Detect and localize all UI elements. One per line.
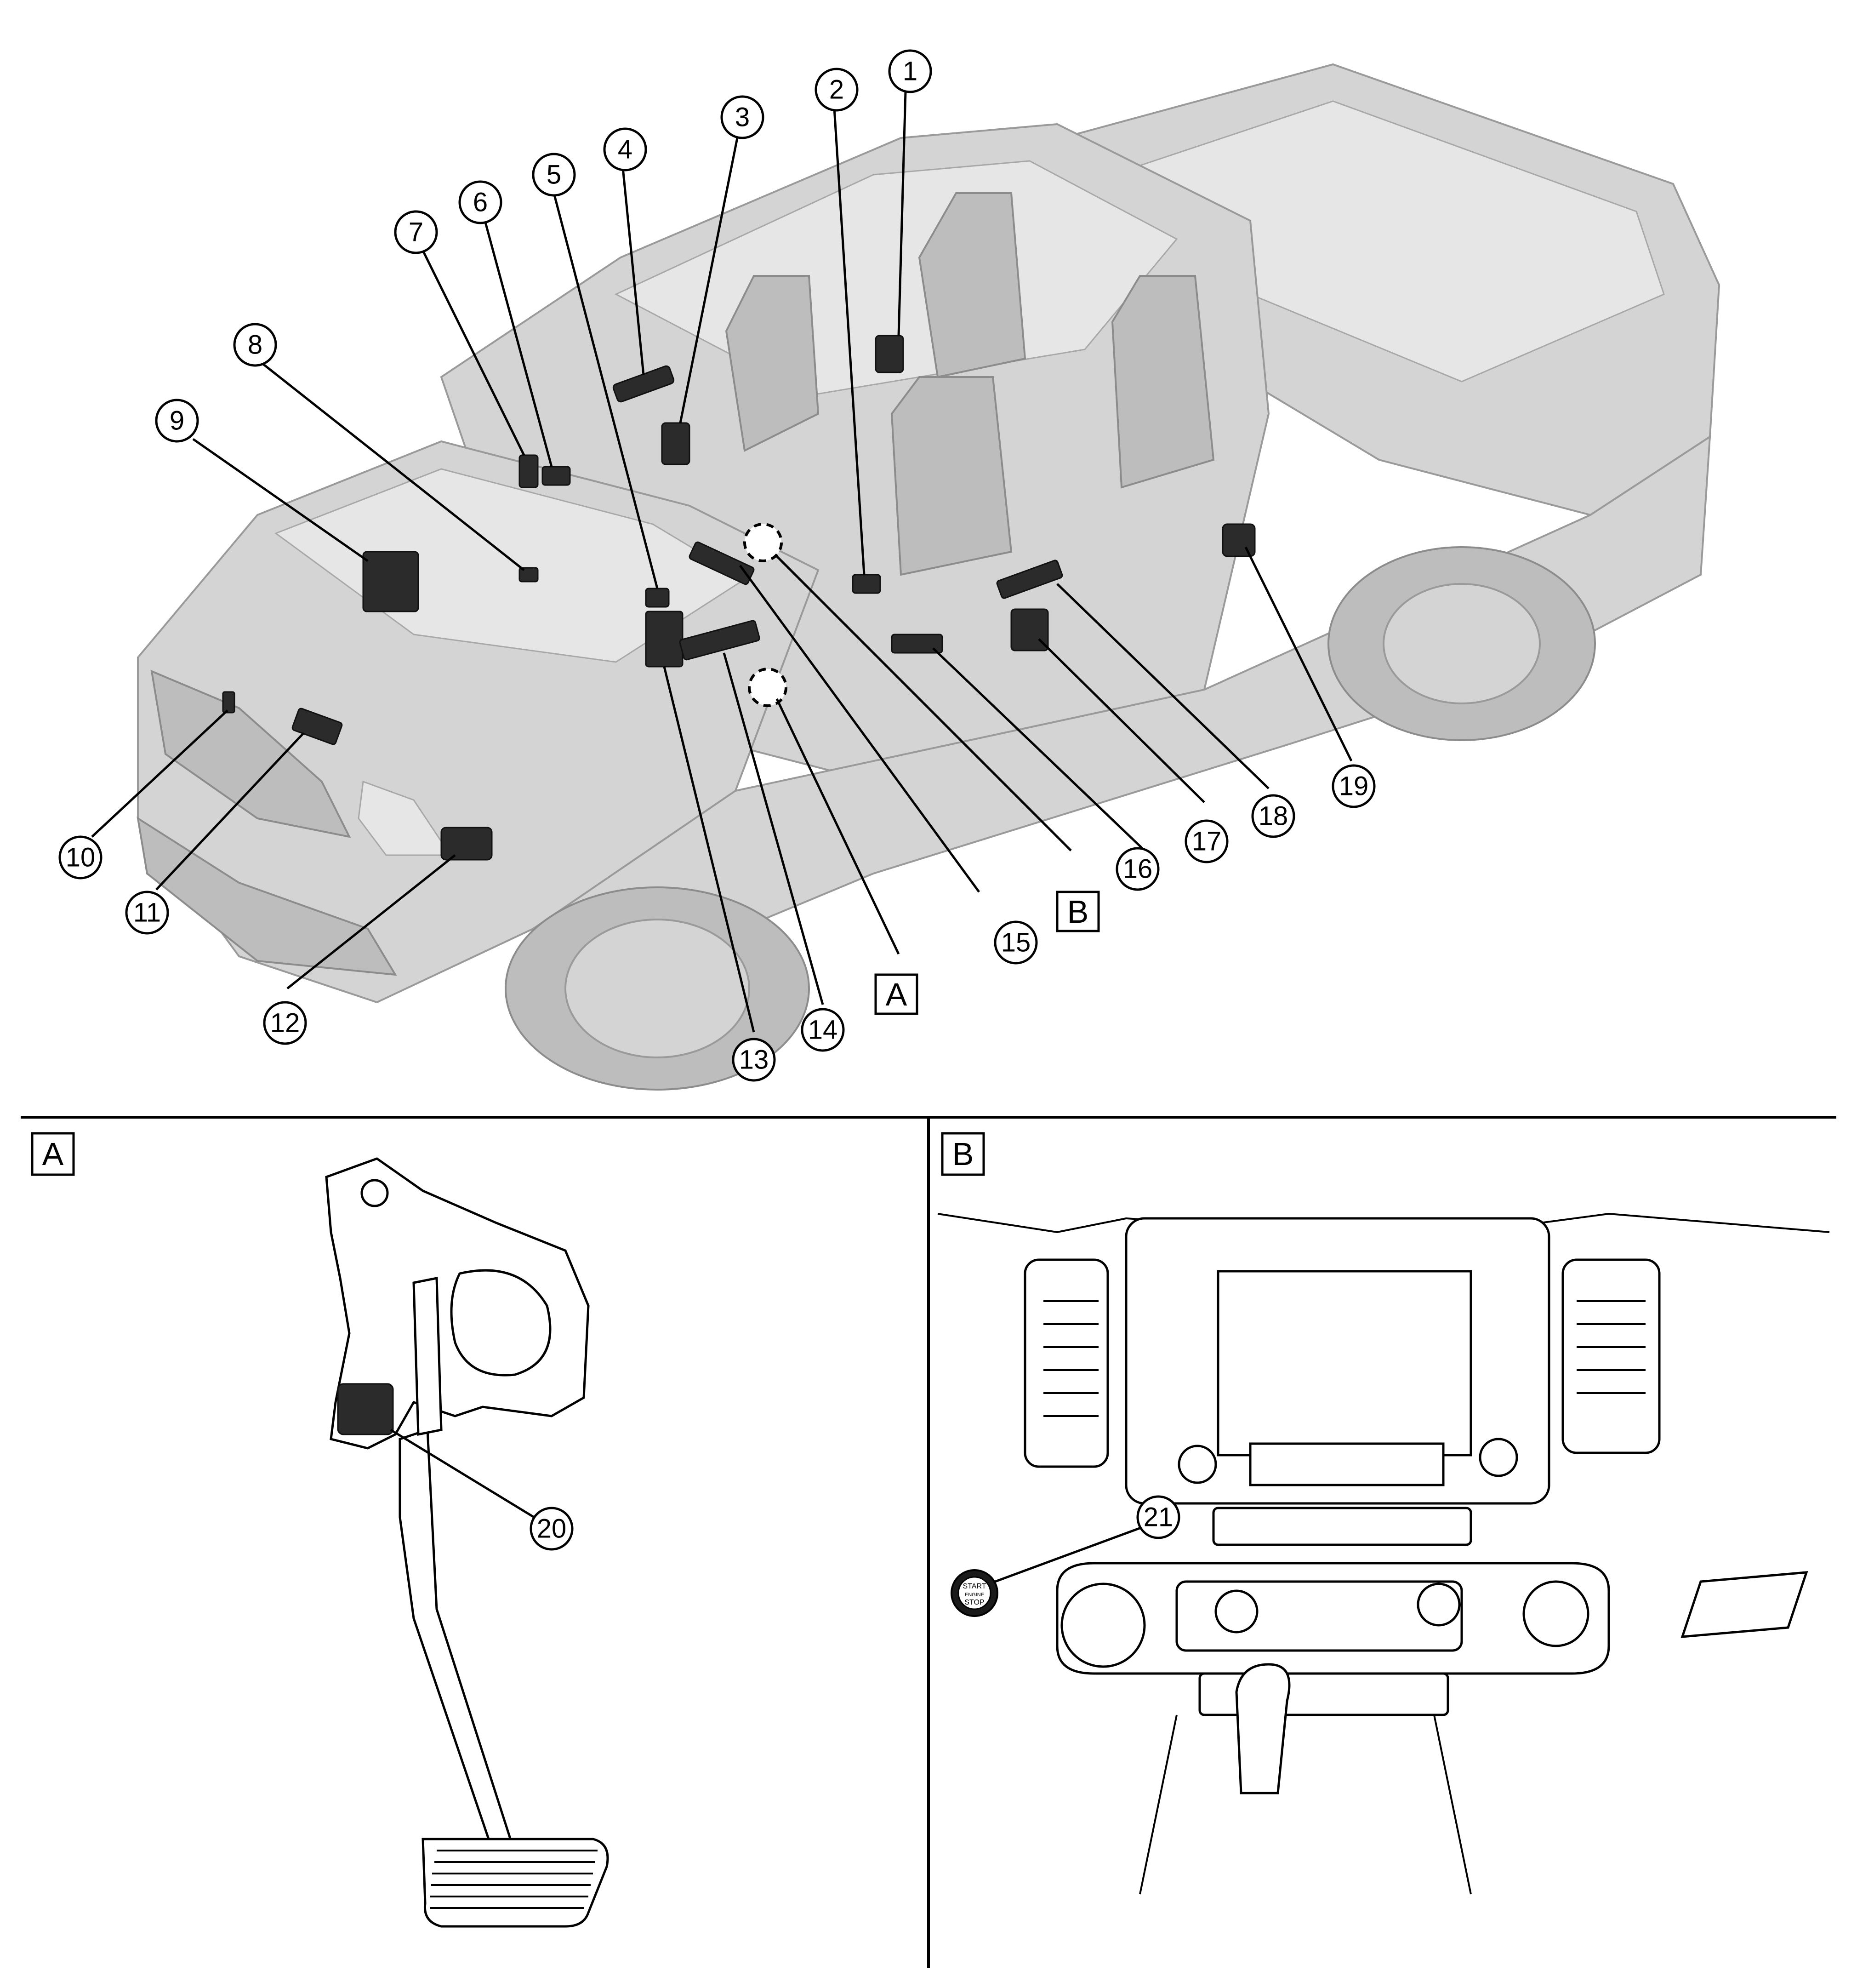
svg-text:1: 1 (903, 57, 917, 86)
callout-10: 10 (58, 835, 103, 880)
component-9 (362, 551, 419, 612)
svg-text:17: 17 (1192, 827, 1222, 857)
view-marker-a: A (874, 973, 918, 1015)
detail-b-panel: B (937, 1132, 1830, 1895)
svg-text:8: 8 (248, 330, 262, 360)
left-vent-slats (1043, 1300, 1099, 1417)
callout-20: 20 (530, 1507, 574, 1551)
callout-5: 5 (532, 153, 576, 197)
component-7 (518, 454, 539, 488)
callout-18: 18 (1251, 794, 1295, 838)
callout-14: 14 (801, 1008, 845, 1052)
svg-text:18: 18 (1259, 801, 1288, 831)
hazard-strip (1212, 1507, 1472, 1546)
component-10 (222, 691, 235, 714)
component-3 (661, 422, 690, 465)
detail-a-panel: A 20 (31, 1132, 609, 1928)
svg-text:14: 14 (808, 1015, 838, 1045)
svg-text:11: 11 (133, 898, 161, 928)
svg-text:19: 19 (1339, 771, 1369, 801)
component-14 (679, 620, 760, 661)
callout-21: 21 (1136, 1495, 1180, 1539)
callout-7: 7 (394, 210, 438, 254)
component-19 (1222, 523, 1256, 557)
component-2 (852, 574, 881, 594)
stop-lamp-switch (337, 1383, 394, 1435)
svg-text:20: 20 (537, 1514, 567, 1544)
component-markers (222, 335, 1256, 861)
callout-17: 17 (1185, 819, 1229, 863)
component-18 (996, 560, 1063, 599)
center-display-screen (1217, 1270, 1472, 1457)
component-6 (541, 466, 571, 486)
callout-19: 19 (1332, 764, 1376, 808)
svg-text:4: 4 (618, 135, 632, 165)
svg-text:STOP: STOP (964, 1599, 984, 1606)
climate-knob-right (1417, 1582, 1461, 1627)
display-buttons (1249, 1442, 1445, 1486)
svg-text:5: 5 (547, 160, 561, 190)
component-17 (1010, 608, 1049, 651)
shift-lever (1235, 1663, 1291, 1794)
component-11 (291, 708, 343, 745)
callout-8: 8 (233, 323, 277, 367)
svg-text:21: 21 (1144, 1502, 1173, 1532)
callout-12: 12 (263, 1001, 307, 1045)
svg-text:3: 3 (735, 103, 750, 132)
svg-text:A: A (42, 1136, 64, 1172)
component-4 (612, 365, 675, 403)
callouts-top: 1 2 3 4 5 6 7 8 9 10 11 12 13 14 15 16 1… (58, 49, 1376, 1082)
start-stop-button: START ENGINE STOP (951, 1569, 998, 1617)
callout-13: 13 (732, 1038, 776, 1082)
svg-text:12: 12 (270, 1008, 300, 1038)
svg-text:15: 15 (1001, 928, 1031, 958)
detail-b-label: B (941, 1132, 985, 1176)
right-vent-slats (1577, 1300, 1646, 1394)
svg-text:6: 6 (473, 188, 488, 217)
callout-9: 9 (155, 399, 199, 443)
callout-1: 1 (888, 49, 932, 93)
callout-6: 6 (458, 180, 502, 224)
callout-16: 16 (1116, 847, 1160, 891)
location-circle-b (743, 523, 783, 562)
svg-text:A: A (886, 977, 907, 1012)
svg-text:START: START (963, 1582, 986, 1590)
callout-2: 2 (815, 68, 859, 112)
svg-text:ENGINE: ENGINE (965, 1592, 984, 1598)
left-display-knob (1178, 1445, 1217, 1484)
svg-text:2: 2 (829, 75, 844, 105)
svg-text:16: 16 (1123, 854, 1153, 884)
location-circle-a (748, 668, 787, 707)
component-1 (875, 335, 904, 373)
detail-a-label: A (31, 1132, 75, 1176)
svg-text:B: B (1067, 894, 1089, 930)
callout-3: 3 (720, 95, 764, 139)
glove-box-handle (1680, 1571, 1808, 1638)
component-8 (518, 567, 539, 583)
svg-text:7: 7 (409, 217, 423, 247)
svg-text:10: 10 (66, 843, 96, 873)
component-5 (645, 588, 670, 608)
callout-15: 15 (994, 920, 1038, 965)
left-air-vent (1024, 1258, 1109, 1468)
climate-knob-left (1214, 1589, 1259, 1634)
view-marker-b: B (1056, 891, 1100, 932)
component-12 (440, 827, 493, 861)
center-vent-right (1522, 1580, 1589, 1647)
right-display-knob (1479, 1438, 1518, 1477)
svg-text:13: 13 (739, 1045, 769, 1075)
component-15 (689, 541, 755, 585)
svg-text:9: 9 (170, 406, 184, 436)
pedal-pad (422, 1838, 609, 1928)
callout-4: 4 (603, 127, 647, 171)
leader-lines (91, 91, 1353, 1033)
right-air-vent (1561, 1258, 1661, 1454)
center-vent-left (1060, 1582, 1146, 1668)
callout-11: 11 (125, 891, 169, 935)
component-16 (891, 634, 943, 654)
svg-text:B: B (952, 1136, 974, 1172)
component-13 (645, 611, 684, 668)
pedal-arm-upper (412, 1276, 443, 1436)
